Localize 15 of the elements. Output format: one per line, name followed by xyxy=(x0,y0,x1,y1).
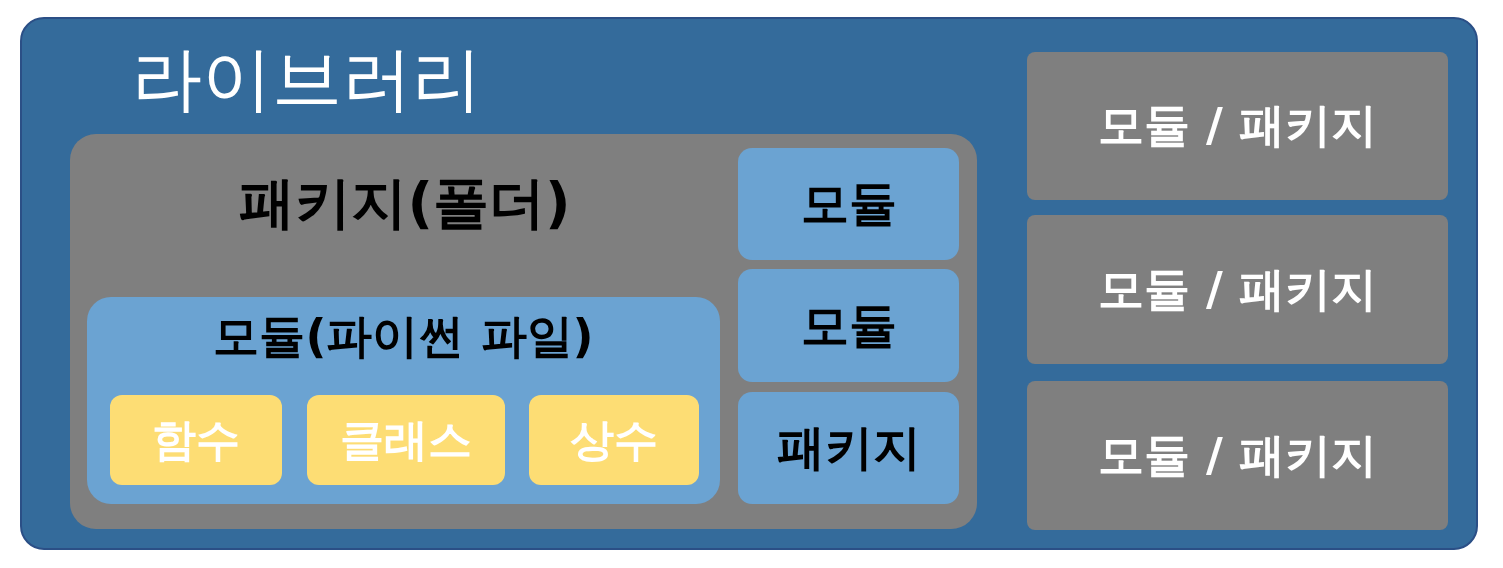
member-box: 클래스 xyxy=(307,395,505,485)
module-box: 모듈 xyxy=(738,269,959,382)
library-box xyxy=(20,17,1478,550)
member-box: 함수 xyxy=(110,395,282,485)
package-title: 패키지(폴더) xyxy=(238,172,572,234)
module-title: 모듈(파이썬 파일) xyxy=(212,311,595,362)
module-package-box: 모듈 / 패키지 xyxy=(1027,381,1448,530)
module-box: 패키지 xyxy=(738,392,959,504)
member-box: 상수 xyxy=(529,395,699,485)
package-box xyxy=(70,134,977,529)
module-box: 모듈 xyxy=(738,148,959,260)
module-box xyxy=(87,297,720,504)
module-package-box: 모듈 / 패키지 xyxy=(1027,52,1448,200)
module-package-box: 모듈 / 패키지 xyxy=(1027,215,1448,364)
library-title: 라이브러리 xyxy=(131,41,483,118)
